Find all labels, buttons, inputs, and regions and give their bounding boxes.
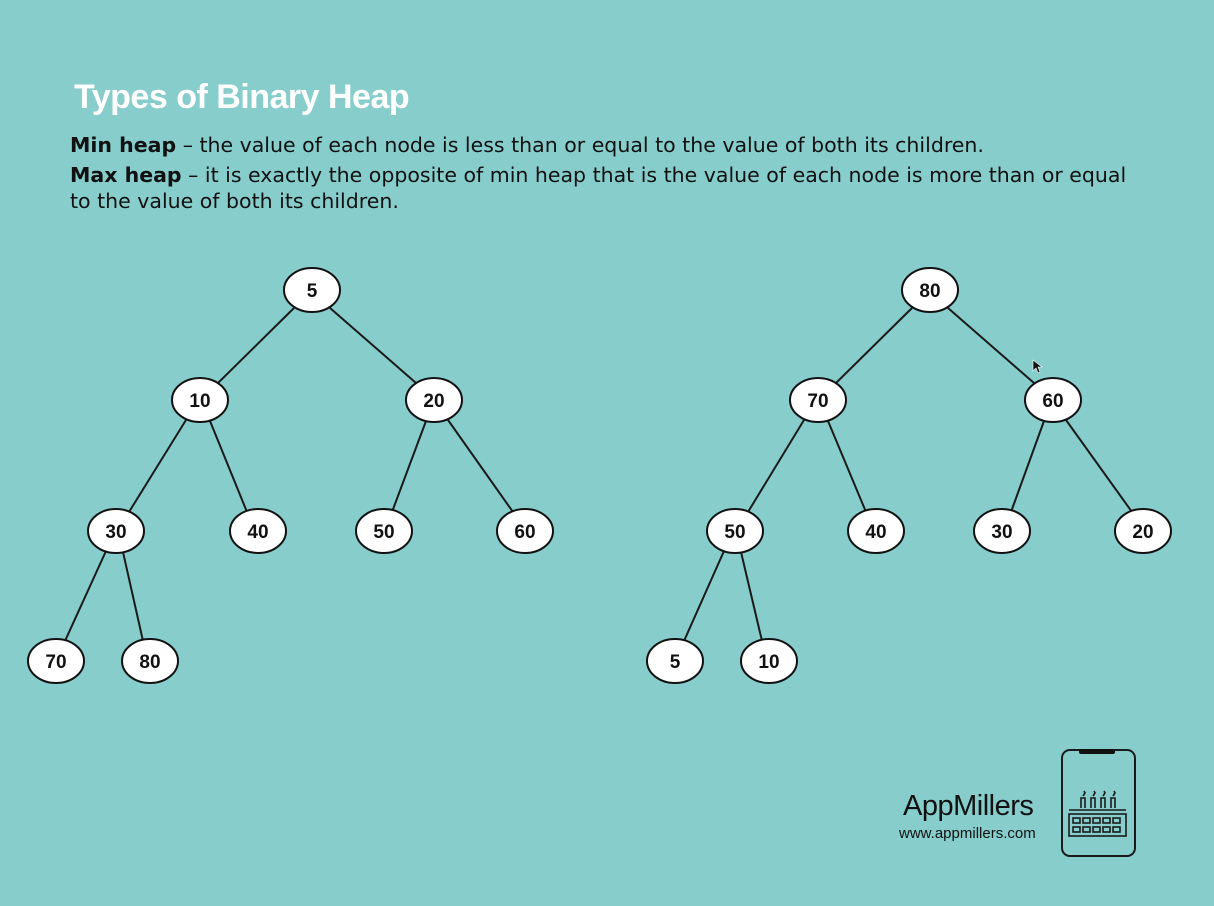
node-value: 60 — [514, 522, 535, 543]
min-heap-node: 30 — [87, 508, 145, 554]
max-heap-node: 10 — [740, 638, 798, 684]
min-heap-definition: – the value of each node is less than or… — [176, 133, 984, 157]
max-heap-term: Max heap — [70, 163, 182, 187]
max-heap-node: 30 — [973, 508, 1031, 554]
edge — [64, 550, 107, 642]
node-value: 80 — [139, 652, 160, 673]
max-heap-node: 60 — [1024, 377, 1082, 423]
mouse-cursor-icon — [1032, 359, 1043, 374]
brand-name: AppMillers — [903, 790, 1034, 822]
node-value: 40 — [865, 522, 886, 543]
node-value: 50 — [724, 522, 745, 543]
min-heap-node: 20 — [405, 377, 463, 423]
max-heap-node: 50 — [706, 508, 764, 554]
min-heap-term: Min heap — [70, 133, 177, 157]
max-heap-node: 40 — [847, 508, 905, 554]
node-value: 70 — [45, 652, 66, 673]
node-value: 30 — [105, 522, 126, 543]
brand-url: www.appmillers.com — [899, 825, 1036, 842]
page-title: Types of Binary Heap — [74, 78, 410, 116]
node-value: 50 — [373, 522, 394, 543]
node-value: 20 — [423, 391, 444, 412]
edge — [835, 307, 913, 384]
node-value: 5 — [670, 652, 681, 673]
node-value: 5 — [307, 281, 318, 302]
node-value: 30 — [991, 522, 1012, 543]
min-heap-node: 10 — [171, 377, 229, 423]
max-heap-tree: 80 70 60 50 40 30 20 5 10 — [646, 267, 1172, 684]
edge — [1010, 420, 1045, 513]
edge — [217, 307, 295, 384]
min-heap-node: 5 — [283, 267, 341, 313]
max-heap-node: 20 — [1114, 508, 1172, 554]
node-value: 10 — [189, 391, 210, 412]
min-heap-tree: 5 10 20 30 40 50 60 70 80 — [27, 267, 554, 684]
max-heap-node: 70 — [789, 377, 847, 423]
edge — [391, 420, 427, 513]
min-heap-node: 60 — [496, 508, 554, 554]
edge — [329, 307, 417, 384]
edge — [747, 419, 805, 513]
appmillers-logo-icon — [1061, 749, 1136, 857]
edge — [740, 551, 763, 642]
edge — [447, 419, 514, 513]
edge — [1065, 419, 1133, 513]
node-value: 20 — [1132, 522, 1153, 543]
edge — [947, 307, 1035, 384]
node-value: 10 — [758, 652, 779, 673]
min-heap-node: 40 — [229, 508, 287, 554]
max-heap-node: 5 — [646, 638, 704, 684]
edge — [209, 420, 248, 513]
node-value: 70 — [807, 391, 828, 412]
edge — [128, 419, 187, 513]
node-value: 60 — [1042, 391, 1063, 412]
min-heap-node: 80 — [121, 638, 179, 684]
min-heap-node: 50 — [355, 508, 413, 554]
node-value: 40 — [247, 522, 268, 543]
max-heap-edges — [683, 307, 1133, 642]
min-heap-node: 70 — [27, 638, 85, 684]
node-value: 80 — [919, 281, 940, 302]
max-heap-definition: – it is exactly the opposite of min heap… — [70, 163, 1127, 213]
max-heap-description: Max heap – it is exactly the opposite of… — [70, 162, 1130, 214]
max-heap-node: 80 — [901, 267, 959, 313]
edge — [827, 420, 867, 513]
edge — [122, 551, 144, 642]
min-heap-description: Min heap – the value of each node is les… — [70, 132, 1130, 158]
edge — [683, 550, 725, 642]
min-heap-edges — [64, 307, 514, 642]
